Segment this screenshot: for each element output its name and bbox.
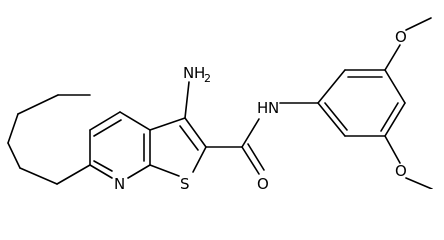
dimethoxyphenyl-ring bbox=[317, 69, 406, 137]
amino-nitrogen-label: N bbox=[183, 64, 194, 82]
pyridine-ring bbox=[89, 111, 151, 179]
thiophene-sulfur-label: S bbox=[180, 175, 190, 189]
cycloheptane-ring bbox=[7, 94, 91, 185]
amide-hydrogen-label: H bbox=[257, 99, 268, 117]
thiophene-ring bbox=[149, 117, 207, 177]
amino-group-label: N H 2 bbox=[183, 64, 211, 85]
amide-oxygen-label: O bbox=[257, 175, 269, 189]
amino-hydrogen-label: H bbox=[194, 64, 205, 82]
structure-diagram: N H 2 H N O N S O O bbox=[7, 17, 433, 193]
methoxy-oxygen-top-label: O bbox=[395, 28, 407, 46]
methoxy-oxygen-bottom-label: O bbox=[395, 162, 407, 180]
amino-subscript-label: 2 bbox=[204, 72, 211, 85]
methoxy-groups bbox=[384, 17, 433, 190]
pyridine-nitrogen-label: N bbox=[114, 175, 125, 189]
carboxamide-group bbox=[205, 102, 319, 175]
molecule-drawing: N H 2 H N O N S O O bbox=[7, 17, 433, 193]
amino-bond bbox=[184, 81, 190, 119]
amide-nitrogen-label: N bbox=[268, 99, 279, 117]
